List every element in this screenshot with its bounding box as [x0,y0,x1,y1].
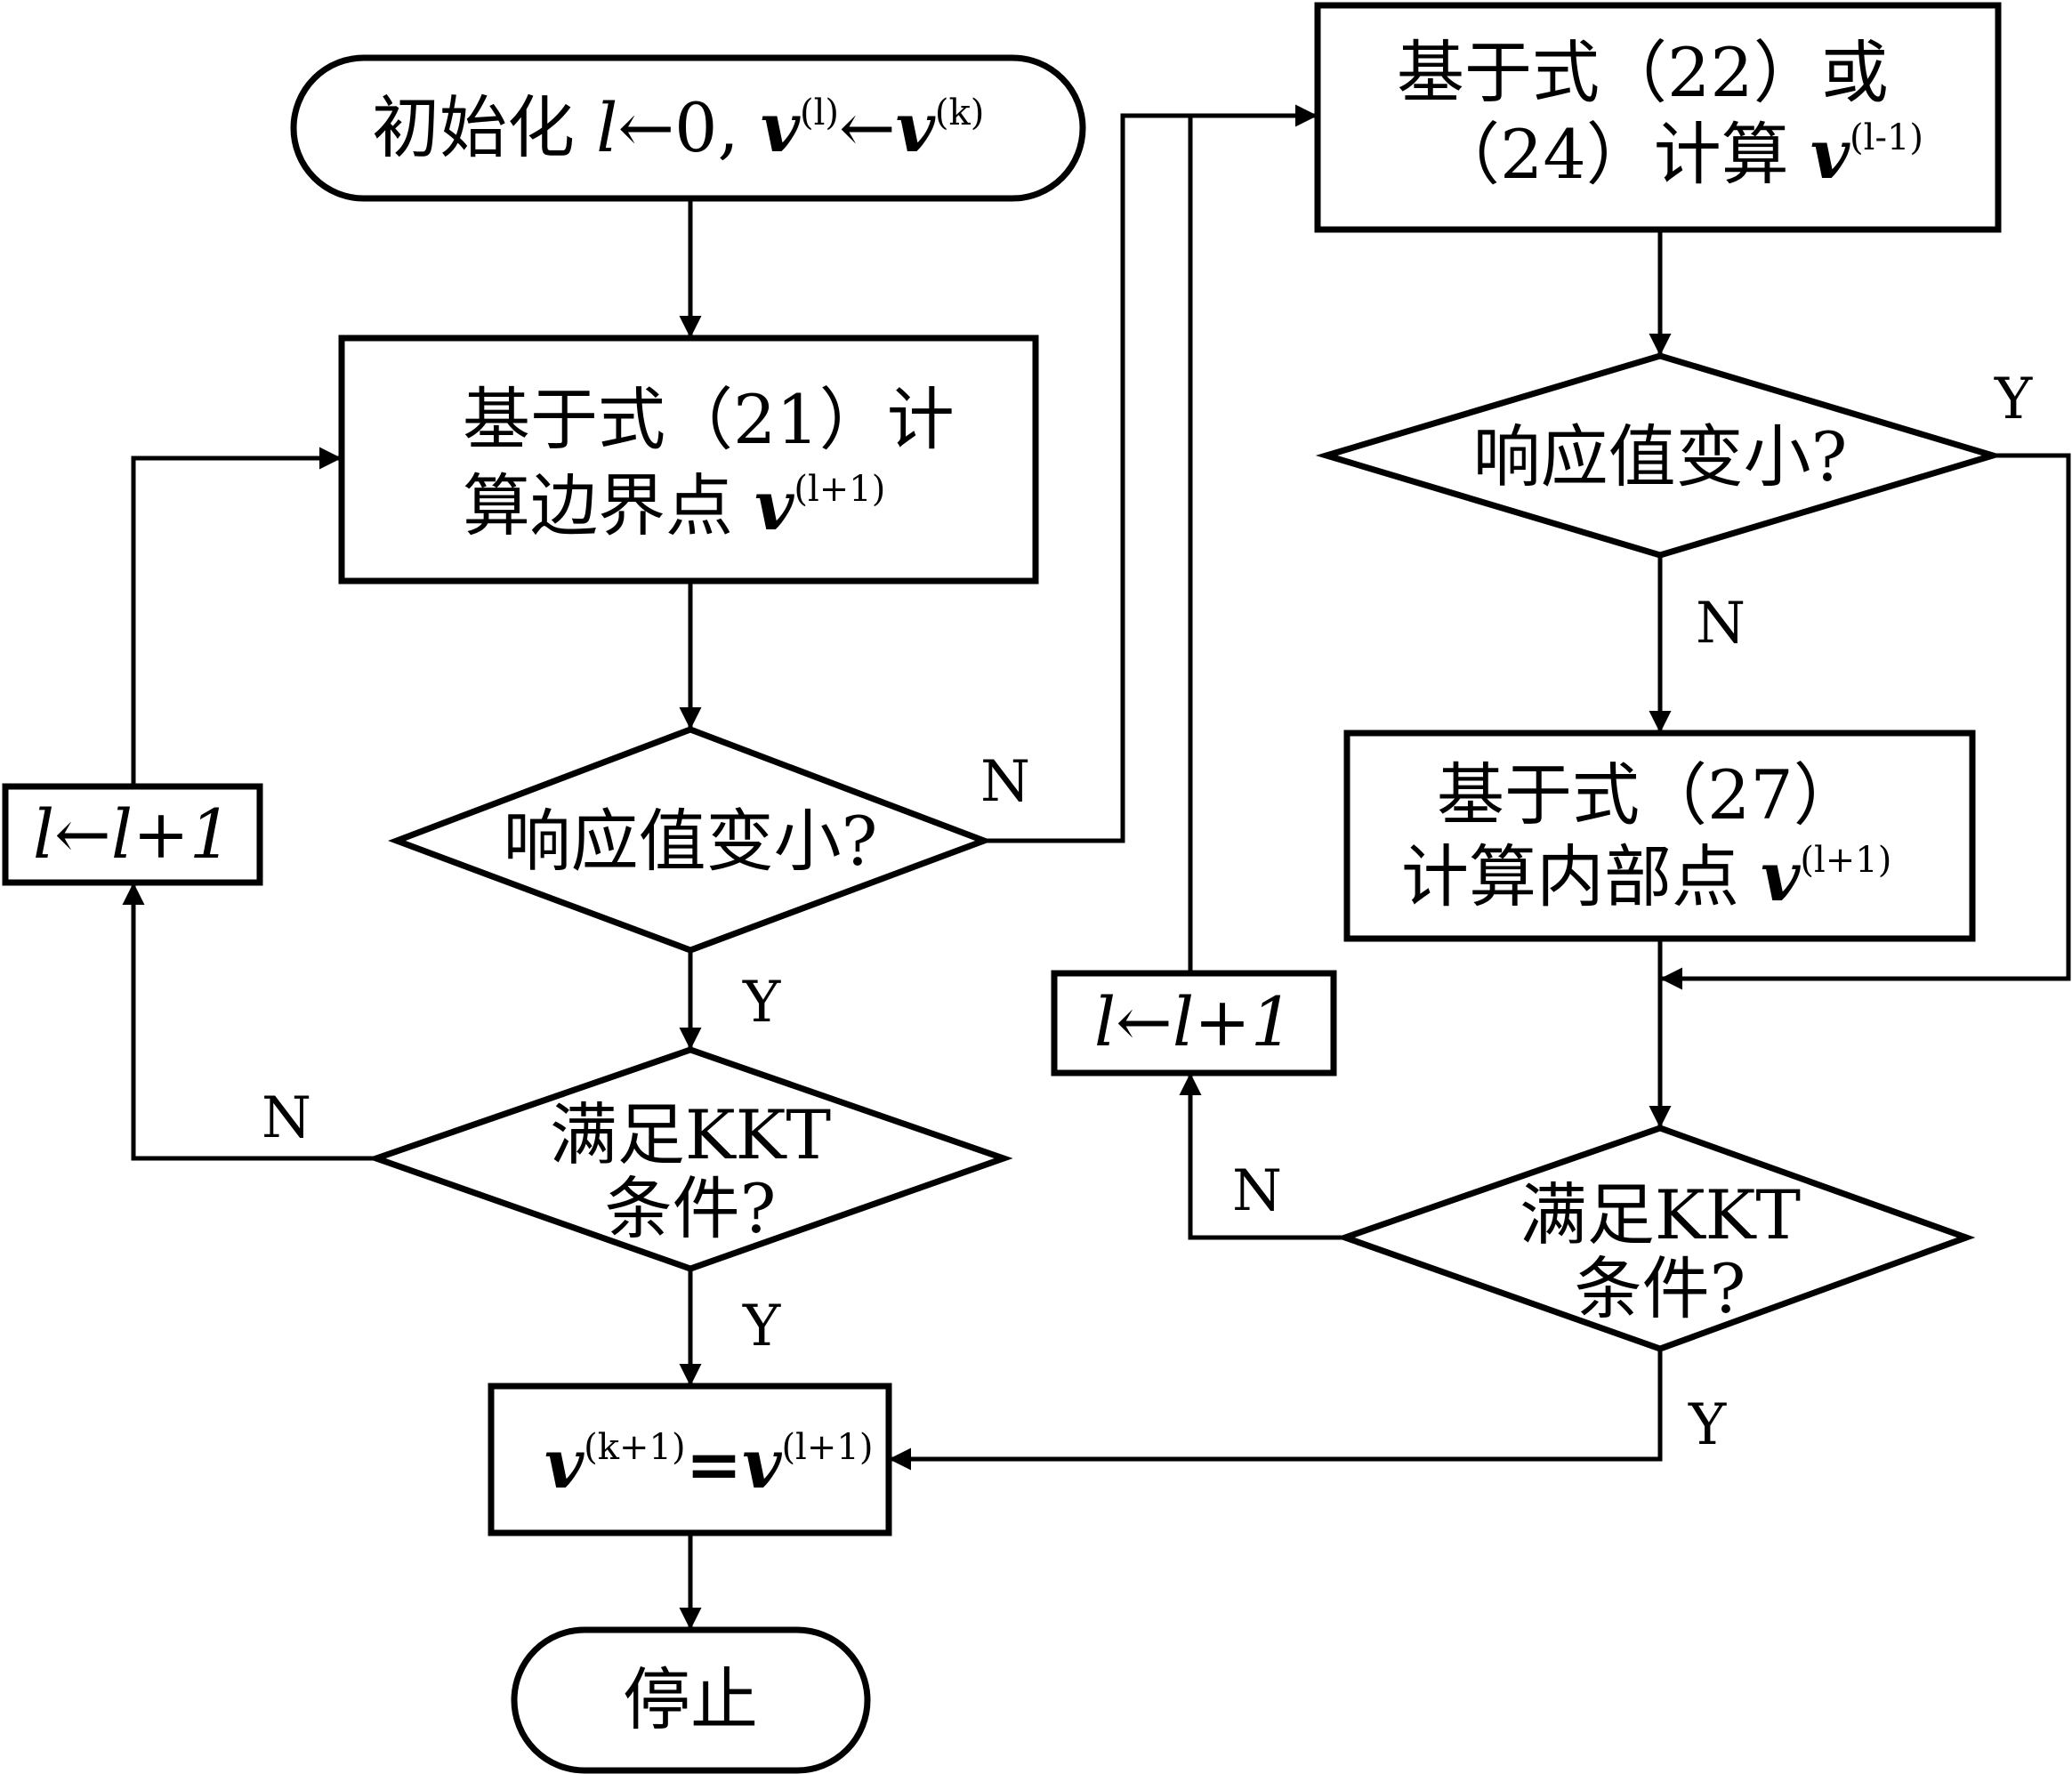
update-left-text: l←l+1 [33,794,232,874]
calc-right-line1: 基于式（22）或 [1397,33,1889,112]
start-label: 初始化 l←0, v(l)←v(k) [372,88,984,167]
label-n-decision1: N [980,749,1030,815]
boundary-line2: 算边界点 v(l+1) [463,466,885,545]
decision-kkt-left [367,1046,1013,1272]
arrow-kkt2-n-to-update-right [1179,1073,1345,1240]
boundary-line1: 基于式（21）计 [463,380,955,459]
kkt1-line1: 满足KKT [550,1095,831,1174]
label-y-decision1: Y [742,970,781,1036]
update-right-text: l←l+1 [1094,982,1294,1061]
label-n-kkt1: N [262,1085,311,1151]
arrow-decision2-y-bypass [1660,453,2071,990]
calc-right-line2: （24）计算 v(l-1) [1432,115,1923,194]
interior-line2: 计算内部点 v(l+1) [1401,837,1891,916]
label-n-kkt2: N [1232,1158,1282,1224]
decision-kkt-right [1335,1125,1976,1352]
arrow-kkt2-y-to-result [889,1349,1663,1471]
arrow-decision-n-to-calc-right [984,104,1318,843]
kkt2-line1: 满足KKT [1520,1175,1801,1254]
kkt1-line2: 条件? [605,1169,777,1248]
interior-line1: 基于式（27） [1437,755,1861,835]
label-y-kkt2: Y [1688,1392,1727,1458]
kkt2-line2: 条件? [1575,1249,1746,1328]
label-y-decision2: Y [1994,367,2033,432]
label-y-kkt1: Y [742,1294,781,1359]
result-text: v(k+1)=v(l+1) [544,1424,873,1504]
arrow-update-left-to-boundary [131,447,342,786]
decision1-text: 响应值变小? [504,802,878,881]
decision2-text: 响应值变小? [1473,417,1848,496]
stop-text: 停止 [623,1660,758,1739]
label-n-decision2: N [1696,591,1745,657]
arrow-kkt-n-to-update-left [122,883,376,1161]
